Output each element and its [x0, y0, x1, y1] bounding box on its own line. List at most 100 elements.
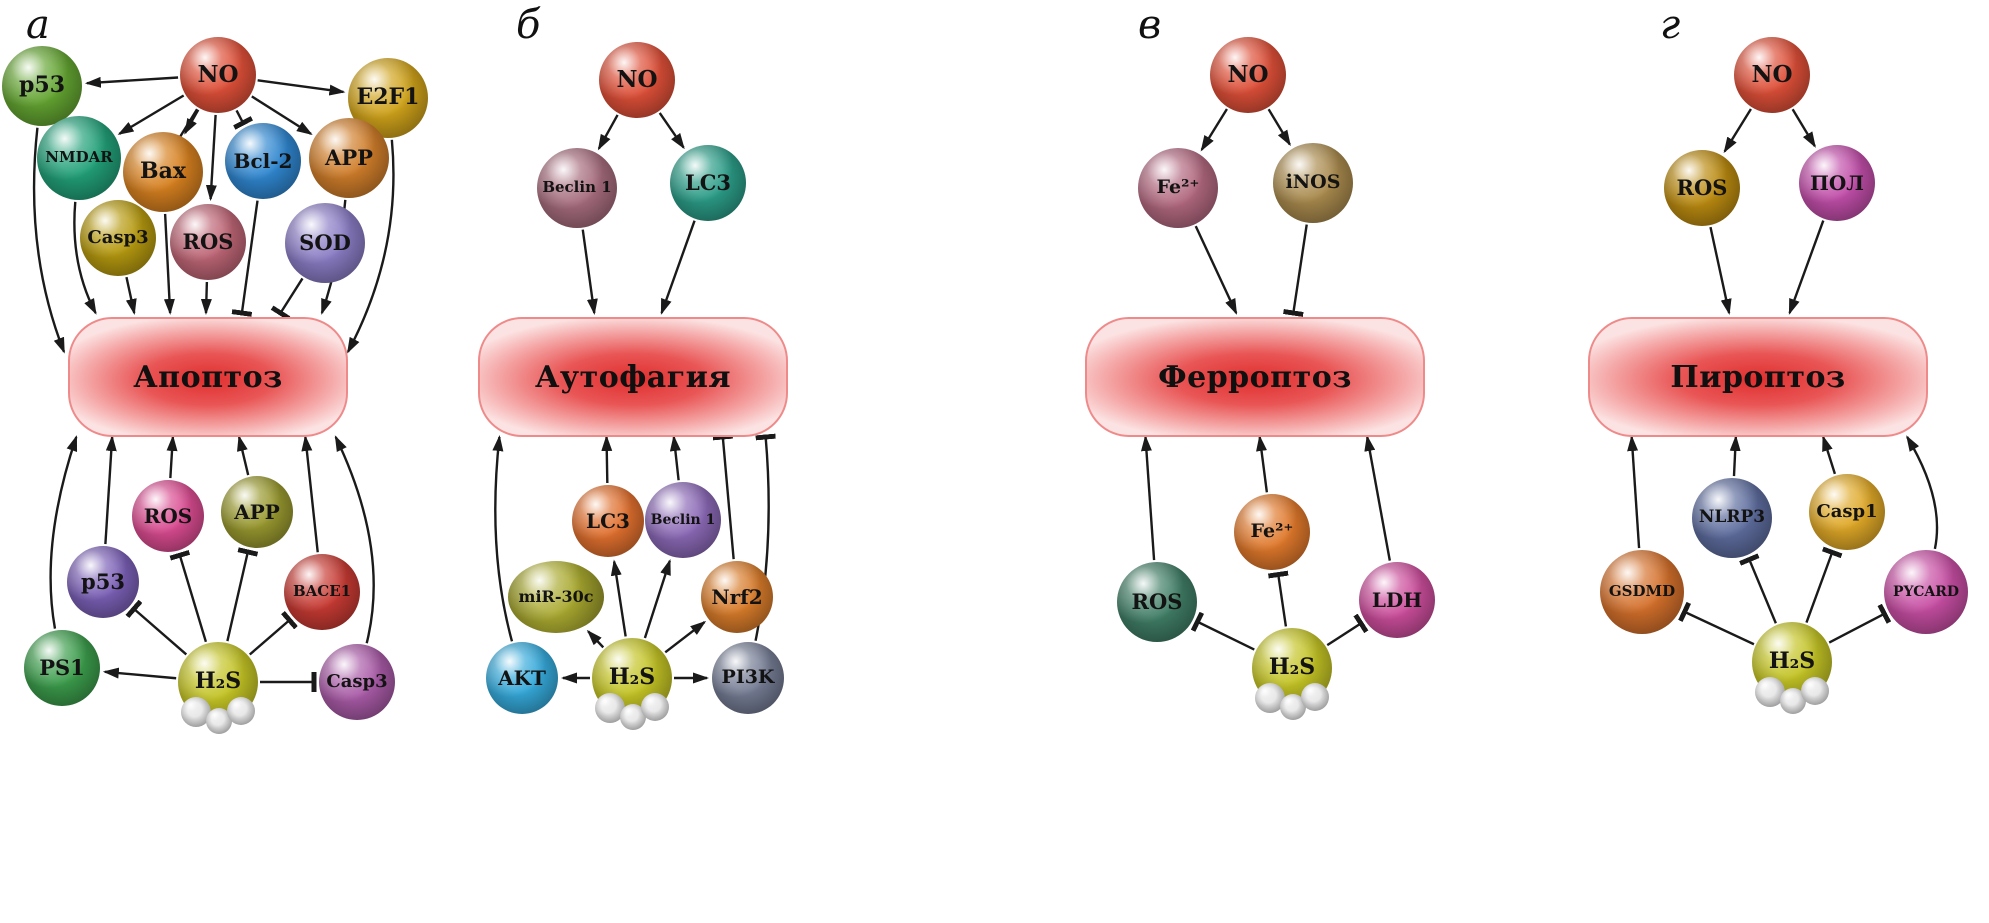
edge-d-h2s-to-d-casp1: [1805, 546, 1843, 623]
edge-a-bcl2-to-a-box: [231, 200, 259, 317]
node-label: Beclin 1: [542, 178, 612, 197]
edge-a-h2s-to-a-bace1: [248, 610, 298, 656]
node-a-ros1: ROS: [170, 204, 246, 280]
node-label: Bcl-2: [233, 148, 293, 173]
panel-label-c: в: [1138, 2, 1162, 48]
node-label: PI3K: [721, 666, 775, 689]
edge-b-no-to-b-lc3t: [658, 112, 685, 150]
node-a-ps1: PS1: [24, 630, 100, 706]
node-a-casp3t: Casp3: [80, 200, 156, 276]
node-label: LC3: [684, 169, 732, 195]
node-a-sod: SOD: [285, 203, 365, 283]
edge-c-no-to-c-fe2t: [1200, 108, 1228, 152]
edge-c-fe2t-to-c-box: [1194, 225, 1238, 315]
process-box-label: Аутофагия: [534, 359, 732, 395]
node-label: NO: [616, 65, 658, 93]
node-a-app1: APP: [309, 118, 389, 198]
edge-a-casp3t-to-a-box: [125, 276, 137, 315]
node-b-beclin1b: Beclin 1: [645, 482, 721, 558]
node-label: NO: [1751, 60, 1793, 88]
node-label: H₂S: [1268, 654, 1316, 681]
edge-b-beclin1t-to-b-box: [581, 229, 598, 315]
edge-a-ros2-to-a-box: [166, 435, 178, 479]
edge-a-e2f1-to-a-box: [346, 139, 395, 354]
edge-c-h2s-to-c-ldh: [1326, 613, 1369, 647]
node-b-akt: AKT: [486, 642, 558, 714]
node-label: Casp3: [87, 226, 149, 248]
edge-c-no-to-c-inos: [1267, 108, 1291, 147]
edge-a-app2-to-a-box: [237, 435, 250, 476]
edge-a-no-to-a-app1: [251, 95, 313, 135]
edge-a-ps1-to-a-box: [49, 435, 78, 629]
process-box-b: Аутофагия: [478, 317, 788, 437]
edge-a-h2s-to-a-ps1: [102, 667, 177, 680]
edge-a-no-to-a-p53: [84, 76, 179, 88]
node-label: Fe²⁺: [1156, 176, 1200, 199]
edge-a-no-to-a-ros1: [205, 114, 217, 202]
edge-a-no-to-a-bcl2: [233, 109, 254, 130]
edge-a-sod-to-a-box: [270, 277, 304, 321]
node-b-mir30c: miR-30c: [508, 561, 604, 633]
edge-b-beclin1b-to-b-box: [669, 435, 681, 481]
edge-d-h2s-to-d-pycard: [1828, 603, 1892, 644]
node-label: Fe²⁺: [1250, 520, 1294, 543]
node-c-fe2t: Fe²⁺: [1138, 148, 1218, 228]
node-label: H₂S: [194, 668, 242, 695]
edge-d-pol-to-d-box: [1788, 220, 1825, 315]
edge-a-h2s-to-a-p53b: [125, 599, 188, 656]
node-label: miR-30c: [518, 586, 594, 606]
node-label: ROS: [143, 503, 193, 528]
node-label: APP: [325, 144, 373, 170]
edge-d-ros-to-d-box: [1709, 226, 1732, 315]
edge-b-nrf2-to-b-box: [712, 433, 735, 560]
node-b-nrf2: Nrf2: [701, 561, 773, 633]
node-label: E2F1: [356, 84, 420, 111]
node-a-bcl2: Bcl-2: [225, 123, 301, 199]
node-label: Casp3: [326, 670, 388, 692]
node-d-ros: ROS: [1664, 150, 1740, 226]
edge-c-ros-to-c-box: [1140, 435, 1156, 561]
node-d-no: NO: [1734, 37, 1810, 113]
process-box-d: Пироптоз: [1588, 317, 1928, 437]
edge-a-bax-to-a-box: [163, 213, 175, 315]
edge-b-no-to-b-beclin1t: [597, 114, 619, 151]
edge-c-inos-to-c-box: [1283, 224, 1308, 317]
edge-a-p53b-to-a-box: [104, 435, 117, 545]
node-label: iNOS: [1285, 171, 1341, 194]
node-c-fe2b: Fe²⁺: [1234, 494, 1310, 570]
node-label: SOD: [299, 229, 351, 255]
node-label: Nrf2: [711, 584, 763, 609]
node-d-nlrp3: NLRP3: [1692, 478, 1772, 558]
node-b-no: NO: [599, 42, 675, 118]
edge-c-ldh-to-c-box: [1364, 435, 1392, 561]
node-label: APP: [234, 499, 280, 524]
edge-a-no-to-a-nmdar: [117, 94, 185, 135]
edge-a-h2s-to-a-app2: [226, 547, 259, 642]
node-label: ROS: [1131, 588, 1183, 614]
node-label: BACE1: [292, 582, 352, 601]
node-label: PS1: [39, 654, 85, 680]
edge-a-casp3b-to-a-box: [334, 435, 375, 644]
node-a-bace1: BACE1: [284, 554, 360, 630]
edge-a-no-to-a-bax: [184, 109, 200, 135]
panel-label-b: б: [516, 2, 541, 48]
node-label: NLRP3: [1698, 507, 1766, 528]
node-a-ros2: ROS: [132, 480, 204, 552]
edge-c-fe2b-to-c-box: [1256, 435, 1269, 493]
edge-b-h2s-to-b-nrf2: [664, 620, 707, 654]
node-label: p53: [19, 72, 65, 99]
node-label: H₂S: [1768, 648, 1816, 675]
panel-label-a: а: [26, 2, 50, 48]
hydrogen-atom: [1301, 683, 1329, 711]
node-a-no: NO: [180, 37, 256, 113]
hydrogen-atom: [227, 697, 255, 725]
edge-b-lc3t-to-b-box: [660, 220, 696, 315]
edge-d-pycard-to-d-box: [1906, 435, 1939, 550]
edge-b-akt-to-b-box: [492, 435, 514, 642]
node-b-beclin1t: Beclin 1: [537, 148, 617, 228]
edge-d-gsdmd-to-d-box: [1627, 435, 1641, 549]
node-d-casp1: Casp1: [1809, 474, 1885, 550]
